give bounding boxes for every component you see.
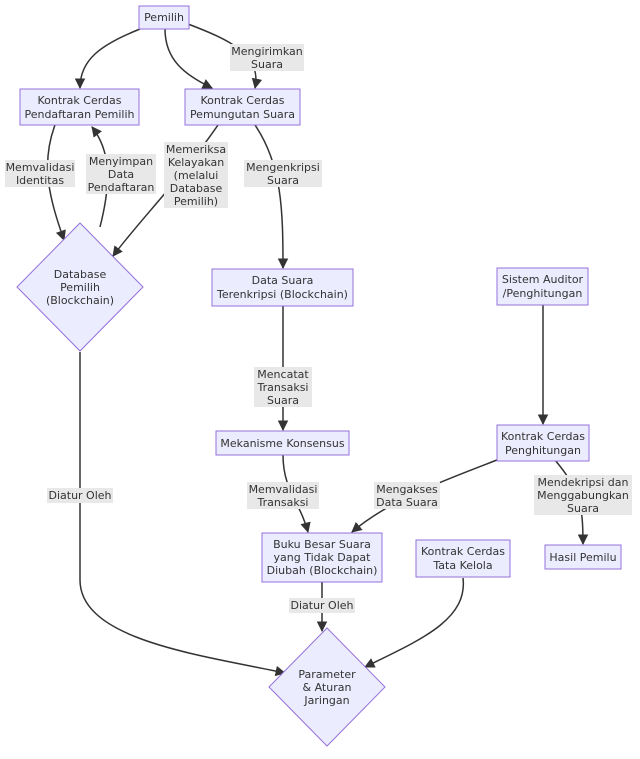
svg-text:Penghitungan: Penghitungan — [505, 444, 581, 457]
label-diatur-oleh-db: Diatur Oleh — [47, 488, 113, 503]
svg-text:Suara: Suara — [567, 502, 599, 515]
svg-text:& Aturan: & Aturan — [303, 681, 352, 694]
svg-text:Pemilih: Pemilih — [60, 281, 100, 294]
svg-text:Pemilih: Pemilih — [144, 11, 184, 24]
label-diatur-oleh-ledger: Diatur Oleh — [289, 598, 355, 613]
svg-text:Mengakses: Mengakses — [376, 483, 438, 496]
node-mekanisme-konsensus: Mekanisme Konsensus — [215, 430, 350, 456]
node-parameter: Parameter & Aturan Jaringan — [268, 627, 386, 747]
svg-text:Kontrak Cerdas: Kontrak Cerdas — [37, 94, 121, 107]
svg-text:Transaksi: Transaksi — [257, 496, 309, 509]
svg-text:Parameter: Parameter — [298, 668, 356, 681]
svg-text:Mekanisme Konsensus: Mekanisme Konsensus — [220, 437, 344, 450]
node-kontrak-penghitungan: Kontrak Cerdas Penghitungan — [496, 424, 590, 462]
svg-text:Diatur Oleh: Diatur Oleh — [48, 489, 111, 502]
node-hasil-pemilu: Hasil Pemilu — [544, 544, 622, 570]
svg-text:Pemilih): Pemilih) — [174, 195, 218, 208]
label-mengirimkan-suara: Mengirimkan Suara — [230, 44, 304, 71]
svg-text:Pendaftaran: Pendaftaran — [88, 181, 155, 194]
label-mengakses-data: Mengakses Data Suara — [374, 482, 440, 509]
svg-text:Mengirimkan: Mengirimkan — [231, 45, 302, 58]
label-mencatat-transaksi: Mencatat Transaksi Suara — [254, 367, 312, 407]
node-kontrak-pendaftaran: Kontrak Cerdas Pendaftaran Pemilih — [19, 88, 140, 126]
svg-text:Buku Besar Suara: Buku Besar Suara — [273, 538, 371, 551]
label-menyimpan-data: Menyimpan Data Pendaftaran — [86, 154, 156, 194]
node-buku-besar: Buku Besar Suara yang Tidak Dapat Diubah… — [261, 532, 383, 583]
svg-text:/Penghitungan: /Penghitungan — [503, 287, 583, 300]
svg-text:Suara: Suara — [267, 174, 299, 187]
node-pemilih: Pemilih — [138, 5, 190, 30]
svg-text:Diatur Oleh: Diatur Oleh — [290, 599, 353, 612]
svg-text:Memeriksa: Memeriksa — [166, 143, 226, 156]
edge-pemilih-to-pemungutan-a — [164, 28, 213, 89]
svg-text:Suara: Suara — [267, 394, 299, 407]
svg-text:(melalui: (melalui — [174, 169, 219, 182]
label-mengenkripsi-suara: Mengenkripsi Suara — [244, 160, 322, 187]
node-data-suara: Data Suara Terenkripsi (Blockchain) — [211, 268, 354, 307]
svg-text:Mengenkripsi: Mengenkripsi — [246, 161, 320, 174]
svg-text:Data: Data — [108, 168, 134, 181]
svg-text:Menyimpan: Menyimpan — [89, 155, 153, 168]
svg-text:Kelayakan: Kelayakan — [168, 156, 224, 169]
svg-text:Mencatat: Mencatat — [257, 368, 309, 381]
svg-text:Tata Kelola: Tata Kelola — [432, 559, 492, 572]
label-mendekripsi: Mendekripsi dan Menggabungkan Suara — [534, 475, 632, 515]
nodes: Pemilih Kontrak Cerdas Pendaftaran Pemil… — [16, 5, 622, 747]
svg-text:Pemungutan Suara: Pemungutan Suara — [190, 108, 295, 121]
svg-text:Hasil Pemilu: Hasil Pemilu — [549, 551, 616, 564]
svg-text:Memvalidasi: Memvalidasi — [6, 161, 75, 174]
svg-text:Mendekripsi dan: Mendekripsi dan — [538, 476, 629, 489]
svg-text:Data Suara: Data Suara — [252, 274, 314, 287]
svg-text:Pendaftaran Pemilih: Pendaftaran Pemilih — [24, 108, 134, 121]
svg-text:yang Tidak Dapat: yang Tidak Dapat — [274, 551, 372, 564]
svg-text:Jaringan: Jaringan — [303, 694, 349, 707]
svg-text:Kontrak Cerdas: Kontrak Cerdas — [200, 94, 284, 107]
svg-text:Database: Database — [170, 182, 223, 195]
label-memvalidasi-transaksi: Memvalidasi Transaksi — [247, 482, 319, 509]
svg-text:Data Suara: Data Suara — [376, 496, 438, 509]
edge-pemilih-to-pendaftaran — [74, 28, 141, 90]
svg-text:(Blockchain): (Blockchain) — [46, 294, 114, 307]
svg-text:Identitas: Identitas — [16, 174, 64, 187]
svg-text:Diubah (Blockchain): Diubah (Blockchain) — [267, 564, 378, 577]
label-memeriksa-kelayakan: Memeriksa Kelayakan (melalui Database Pe… — [164, 142, 228, 208]
node-kontrak-tata-kelola: Kontrak Cerdas Tata Kelola — [415, 539, 511, 578]
svg-text:Menggabungkan: Menggabungkan — [537, 489, 629, 502]
edge-database-to-parameter — [79, 352, 287, 677]
svg-text:Memvalidasi: Memvalidasi — [249, 483, 318, 496]
svg-text:Terenkripsi (Blockchain): Terenkripsi (Blockchain) — [216, 288, 348, 301]
node-kontrak-pemungutan: Kontrak Cerdas Pemungutan Suara — [184, 88, 301, 126]
svg-text:Kontrak Cerdas: Kontrak Cerdas — [421, 545, 505, 558]
svg-text:Sistem Auditor: Sistem Auditor — [502, 273, 584, 286]
edge-labels: Mengirimkan Suara Memvalidasi Identitas … — [5, 44, 632, 613]
edge-pemungutan-to-datasuara — [254, 124, 289, 270]
svg-text:Suara: Suara — [251, 58, 283, 71]
svg-text:Transaksi: Transaksi — [257, 381, 309, 394]
node-database-pemilih: Database Pemilih (Blockchain) — [16, 222, 144, 352]
svg-text:Database: Database — [54, 268, 107, 281]
edge-tatakelola-to-parameter — [364, 577, 464, 668]
svg-text:Kontrak Cerdas: Kontrak Cerdas — [501, 430, 585, 443]
label-memvalidasi-identitas: Memvalidasi Identitas — [5, 160, 75, 187]
node-sistem-auditor: Sistem Auditor /Penghitungan — [496, 267, 589, 306]
